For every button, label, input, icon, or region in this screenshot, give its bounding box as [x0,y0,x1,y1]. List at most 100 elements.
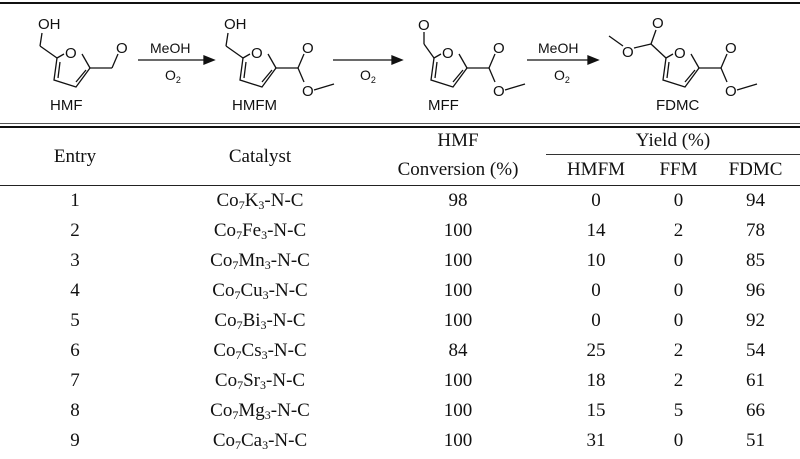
entry-cell: 9 [70,430,80,451]
svg-text:O: O [725,40,737,57]
ffm-cell: 2 [673,340,684,361]
fdmc-cell: 96 [746,280,765,301]
hmfm-cell: 18 [586,370,606,391]
header-row-1: Entry Catalyst HMF Yield (%) [0,128,800,167]
fdmc-header: FDMC [728,159,783,180]
ffm-cell: 0 [673,430,684,451]
conversion-header-line1: HMF [437,130,479,152]
catalyst-cell: Co7Fe3-N-C [213,220,307,242]
hmfm-label: HMFM [232,97,277,114]
ffm-cell: 2 [673,220,684,241]
entry-cell: 6 [70,340,80,361]
svg-text:O: O [302,40,314,57]
svg-text:O: O [493,83,505,100]
ffm-cell: 0 [673,280,684,301]
catalyst-header: Catalyst [228,145,292,167]
arrow-3: MeOH O2 [527,40,600,85]
fdmc-label: FDMC [656,97,699,114]
conversion-cell: 100 [443,220,473,241]
ffm-cell: 0 [673,250,684,271]
svg-text:OH: OH [224,16,247,33]
table-row: 1 Co7K3-N-C 98 0 0 94 [0,186,800,217]
hmfm-cell: 14 [586,220,606,241]
entry-cell: 4 [70,280,80,301]
entry-cell: 2 [70,220,80,241]
svg-text:O2: O2 [360,67,376,85]
scheme-bottom-rule [0,123,800,124]
hmf-structure: OH O O HMF [38,16,128,114]
svg-text:O: O [493,40,505,57]
table-row: 5 Co7Bi3-N-C 100 0 0 92 [0,306,800,336]
conversion-header-line2: Conversion (%) [397,158,519,180]
reaction-scheme: OH O O HMF MeOH O2 OH [0,0,800,122]
mff-label: MFF [428,97,459,114]
table-top-rule [0,126,800,128]
hmfm-cell: 0 [591,190,601,211]
svg-text:O: O [116,40,128,57]
arrow-2: O2 [333,55,404,85]
table-row: 4 Co7Cu3-N-C 100 0 0 96 [0,276,800,306]
catalyst-results-table: Entry Catalyst HMF Yield (%) Conversion … [0,128,800,456]
entry-header: Entry [53,145,97,167]
fdmc-cell: 85 [746,250,765,271]
hmf-label: HMF [50,97,83,114]
arrow-1: MeOH O2 [138,40,216,85]
ffm-cell: 0 [673,190,684,211]
hmfm-cell: 0 [591,310,601,331]
catalyst-cell: Co7Cu3-N-C [212,280,308,302]
svg-text:O: O [725,83,737,100]
svg-text:O: O [251,45,263,62]
entry-cell: 8 [70,400,80,421]
fdmc-structure: O O O O O FDMC [608,15,758,114]
hmfm-header: HMFM [566,159,626,180]
conversion-cell: 100 [443,430,473,451]
entry-cell: 7 [70,370,80,391]
svg-text:O: O [674,45,686,62]
hmfm-cell: 15 [586,400,606,421]
header-row-2: Conversion (%) HMFM FFM FDMC [0,155,800,186]
svg-text:O2: O2 [165,67,181,85]
hmfm-cell: 0 [591,280,601,301]
catalyst-cell: Co7Sr3-N-C [214,370,306,392]
yield-header: Yield (%) [546,128,800,155]
fdmc-cell: 61 [746,370,765,391]
hmfm-cell: 25 [586,340,606,361]
mff-structure: O O O O MFF [418,17,526,114]
conversion-cell: 100 [443,400,473,421]
svg-text:OH: OH [38,16,61,33]
top-rule [0,2,800,4]
fdmc-cell: 51 [746,430,765,451]
ffm-cell: 0 [673,310,684,331]
fdmc-cell: 92 [746,310,765,331]
catalyst-cell: Co7Bi3-N-C [214,310,306,332]
fdmc-cell: 94 [746,190,765,211]
hmfm-cell: 31 [586,430,606,451]
svg-text:O: O [622,44,634,61]
catalyst-cell: Co7Mn3-N-C [210,250,310,272]
conversion-cell: 100 [443,370,473,391]
conversion-cell: 100 [443,280,473,301]
hmfm-cell: 10 [586,250,606,271]
svg-text:O: O [442,45,454,62]
svg-text:O: O [418,17,430,34]
ffm-cell: 2 [673,370,684,391]
svg-text:O: O [652,15,664,32]
fdmc-cell: 66 [746,400,765,421]
svg-text:O: O [302,83,314,100]
svg-text:O2: O2 [554,67,570,85]
conversion-cell: 98 [448,190,468,211]
ffm-cell: 5 [673,400,684,421]
conversion-cell: 100 [443,310,473,331]
ffm-header: FFM [659,159,698,180]
entry-cell: 3 [70,250,80,271]
catalyst-cell: Co7K3-N-C [216,190,304,212]
entry-cell: 1 [70,190,80,211]
conversion-cell: 84 [448,340,468,361]
entry-cell: 5 [70,310,80,331]
fdmc-cell: 54 [746,340,765,361]
